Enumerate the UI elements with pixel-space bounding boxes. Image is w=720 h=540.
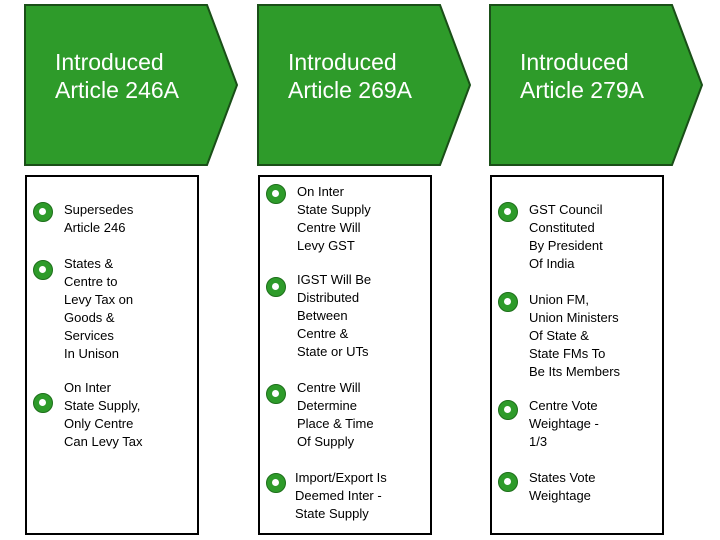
bullet-icon	[266, 384, 286, 404]
item-line: Centre &	[297, 326, 349, 341]
item-line: State or UTs	[297, 344, 369, 359]
item-line: Weightage	[529, 488, 591, 503]
arrow-header: Introduced Article 246A	[23, 4, 239, 166]
item-line: Can Levy Tax	[64, 434, 143, 449]
item-text: On Inter State Supply Centre Will Levy G…	[297, 183, 437, 255]
item-line: Import/Export Is	[295, 470, 387, 485]
item-line: State Supply	[295, 506, 369, 521]
item-text: Import/Export Is Deemed Inter - State Su…	[295, 469, 435, 523]
item-line: GST Council	[529, 202, 603, 217]
item-line: Be Its Members	[529, 364, 621, 379]
item-line: Place & Time	[297, 416, 374, 431]
item-text: Centre Will Determine Place & Time Of Su…	[297, 379, 437, 451]
item-line: Centre Will	[297, 380, 361, 395]
item-line: On Inter	[64, 380, 111, 395]
item-line: Weightage -	[529, 416, 599, 431]
item-line: On Inter	[297, 184, 344, 199]
bullet-icon	[266, 184, 286, 204]
column-article-279a: Introduced Article 279A GST Council Cons…	[488, 0, 704, 540]
chevron-arrow-shape	[24, 4, 239, 166]
bullet-icon	[498, 202, 518, 222]
arrow-title-line: Introduced	[288, 49, 397, 75]
column-article-246a: Introduced Article 246A Supersedes Artic…	[23, 0, 239, 540]
item-line: State FMs To	[529, 346, 606, 361]
arrow-title-line: Introduced	[55, 49, 164, 75]
arrow-title: Introduced Article 246A	[55, 48, 225, 104]
bullet-icon	[498, 400, 518, 420]
item-line: Levy GST	[297, 238, 355, 253]
item-line: Of India	[529, 256, 575, 271]
item-line: Supersedes	[64, 202, 134, 217]
item-line: Article 246	[64, 220, 126, 235]
arrow-title-line: Article 246A	[55, 77, 180, 103]
item-line: Deemed Inter -	[295, 488, 382, 503]
chevron-arrow-shape	[257, 4, 472, 166]
bullet-icon	[498, 472, 518, 492]
item-line: Distributed	[297, 290, 360, 305]
item-line: Services	[64, 328, 114, 343]
item-line: Union Ministers	[529, 310, 619, 325]
item-line: Between	[297, 308, 348, 323]
arrow-header: Introduced Article 279A	[488, 4, 704, 166]
item-line: Of Supply	[297, 434, 355, 449]
item-line: Levy Tax on	[64, 292, 134, 307]
item-line: Union FM,	[529, 292, 589, 307]
bullet-icon	[33, 202, 53, 222]
item-line: States &	[64, 256, 114, 271]
item-text: States & Centre to Levy Tax on Goods & S…	[64, 255, 204, 363]
item-line: State Supply	[297, 202, 371, 217]
item-line: States Vote	[529, 470, 596, 485]
chevron-arrow-shape	[489, 4, 704, 166]
content-box: Supersedes Article 246 States & Centre t…	[25, 175, 199, 535]
item-line: In Unison	[64, 346, 119, 361]
item-line: Centre Will	[297, 220, 361, 235]
item-text: IGST Will Be Distributed Between Centre …	[297, 271, 437, 361]
item-line: IGST Will Be	[297, 272, 372, 287]
arrow-title-line: Article 269A	[288, 77, 413, 103]
item-line: Only Centre	[64, 416, 134, 431]
item-line: Determine	[297, 398, 357, 413]
bullet-icon	[266, 473, 286, 493]
item-line: By President	[529, 238, 603, 253]
item-text: On Inter State Supply, Only Centre Can L…	[64, 379, 204, 451]
arrow-title-line: Introduced	[520, 49, 629, 75]
arrow-title: Introduced Article 279A	[520, 48, 690, 104]
item-text: Supersedes Article 246	[64, 201, 204, 237]
item-line: Of State &	[529, 328, 589, 343]
item-text: GST Council Constituted By President Of …	[529, 201, 669, 273]
item-text: States Vote Weightage	[529, 469, 669, 505]
content-box: GST Council Constituted By President Of …	[490, 175, 664, 535]
bullet-icon	[498, 292, 518, 312]
item-line: Constituted	[529, 220, 595, 235]
bullet-icon	[33, 260, 53, 280]
content-box: On Inter State Supply Centre Will Levy G…	[258, 175, 432, 535]
item-line: Goods &	[64, 310, 115, 325]
item-text: Centre Vote Weightage - 1/3	[529, 397, 669, 451]
item-line: Centre Vote	[529, 398, 598, 413]
arrow-title-line: Article 279A	[520, 77, 645, 103]
column-article-269a: Introduced Article 269A On Inter State S…	[256, 0, 472, 540]
arrow-header: Introduced Article 269A	[256, 4, 472, 166]
item-line: State Supply,	[64, 398, 141, 413]
bullet-icon	[266, 277, 286, 297]
item-text: Union FM, Union Ministers Of State & Sta…	[529, 291, 669, 381]
item-line: Centre to	[64, 274, 118, 289]
bullet-icon	[33, 393, 53, 413]
item-line: 1/3	[529, 434, 548, 449]
arrow-title: Introduced Article 269A	[288, 48, 458, 104]
